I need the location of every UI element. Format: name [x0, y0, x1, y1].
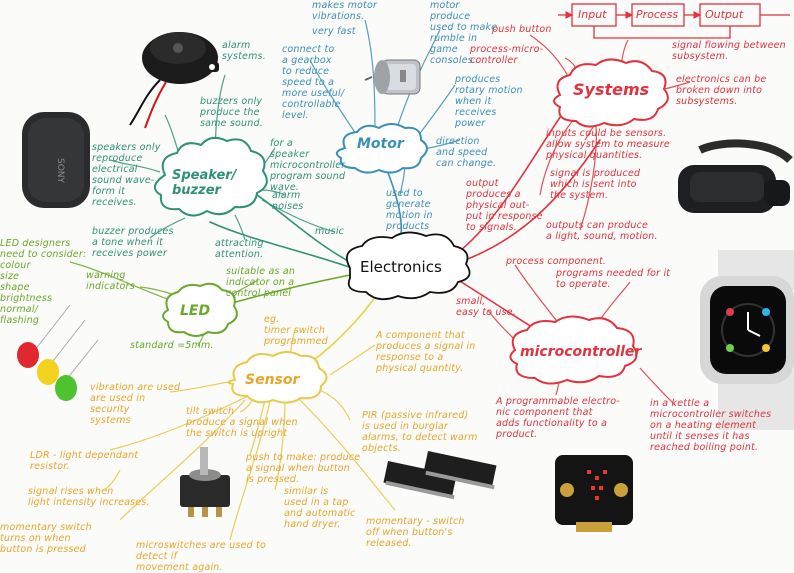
systems-node	[553, 58, 669, 128]
sensor-note: LDR - light dependant resistor.	[30, 450, 139, 472]
microcontroller-node-label: microcontroller	[520, 344, 642, 360]
microchip-image	[383, 450, 497, 500]
led-note: suitable as an indicator on a control pa…	[226, 266, 296, 299]
sensor-note: momentary - switch off when button's rel…	[366, 516, 465, 549]
sensor-note: similar is used in a tap and automatic h…	[284, 486, 356, 530]
subsystem-diagram	[558, 3, 790, 39]
led-note: standard =5mm.	[130, 340, 214, 351]
input-box-label: Input	[578, 8, 607, 21]
speaker-note: attracting attention.	[215, 238, 264, 260]
motor-image	[364, 59, 421, 95]
toggle-switch-image	[180, 447, 230, 517]
motor-note: used to generate motion in products	[386, 188, 433, 232]
speaker-note: alarm systems.	[222, 40, 266, 62]
sensor-note: eg. timer switch programmed	[264, 314, 328, 347]
systems-note: push button	[492, 24, 552, 35]
smartwatch-image	[700, 250, 794, 430]
speaker-note: music	[315, 226, 345, 237]
output-box-label: Output	[705, 8, 744, 21]
motor-node	[335, 123, 428, 174]
sensor-note: A component that produces a signal in re…	[376, 330, 476, 374]
vr-headset-image	[678, 139, 793, 213]
led-node-label: LED	[180, 303, 211, 319]
systems-note: electronics can be broken down into subs…	[676, 74, 767, 107]
microcontroller-note: programs needed for it to operate.	[556, 268, 671, 290]
microcontroller-note: process component.	[506, 256, 607, 267]
sensor-note: PIR (passive infrared) is used in burgla…	[362, 410, 478, 454]
systems-note: signal is produced which is sent into th…	[550, 168, 641, 201]
led-note: warning indicators	[86, 270, 135, 292]
process-box-label: Process	[636, 8, 679, 21]
sensor-note: push to make: produce a signal when butt…	[246, 452, 361, 485]
speaker-node	[154, 136, 268, 217]
microcontroller-note: A programmable electro- nic component th…	[496, 396, 620, 440]
led-node	[162, 282, 238, 337]
speaker-note: alarm noises	[272, 190, 304, 212]
sensor-note: signal rises when light intensity increa…	[28, 486, 150, 508]
sensor-node-label: Sensor	[245, 372, 300, 388]
sensor-note: tilt switch produce a signal when the sw…	[186, 406, 298, 439]
motor-note: connect to a gearbox to reduce speed to …	[282, 44, 345, 121]
speaker-node-label: Speaker/ buzzer	[172, 168, 237, 198]
systems-note: output produces a physical out- put in r…	[466, 178, 543, 233]
systems-note: inputs could be sensors. allow system to…	[546, 128, 670, 161]
speaker-note: buzzers only produce the same sound.	[200, 96, 263, 129]
sensor-note: momentary switch turns on when button is…	[0, 522, 92, 555]
buzzer-image	[129, 32, 219, 129]
microcontroller-note: in a kettle a microcontroller switches o…	[650, 398, 772, 453]
systems-note: process-micro- controller	[470, 44, 544, 66]
systems-node-label: Systems	[573, 80, 650, 99]
motor-note: very fast	[312, 26, 356, 37]
speaker-note: for a speaker microcontroller program so…	[270, 138, 346, 193]
microbit-image	[555, 455, 633, 532]
motor-node-label: Motor	[357, 136, 404, 152]
microcontroller-node	[509, 315, 638, 385]
speaker-image: SONY	[22, 112, 90, 208]
speaker-note: buzzer produces a tone when it receives …	[92, 226, 174, 259]
led-note: LED designers need to consider: colour s…	[0, 238, 87, 326]
motor-note: makes motor vibrations.	[312, 0, 378, 22]
led-image	[17, 304, 99, 401]
svg-text:SONY: SONY	[55, 158, 65, 184]
sensor-note: vibration are used are used in security …	[90, 382, 181, 426]
systems-note: signal flowing between subsystem.	[672, 40, 786, 62]
systems-note: outputs can produce a light, sound, moti…	[546, 220, 658, 242]
sensor-node	[227, 351, 328, 404]
mind-map-canvas: SONY	[17, 3, 794, 541]
speaker-note: speakers only reproduce electrical sound…	[92, 142, 161, 208]
motor-note: motor produce used to make rumble in gam…	[430, 0, 498, 66]
sensor-sub-lines	[104, 329, 396, 541]
center-node	[346, 231, 471, 301]
motor-note: direction and speed can change.	[436, 136, 497, 169]
center-label: Electronics	[360, 258, 442, 276]
sensor-note: microswitches are used to detect if move…	[136, 540, 266, 573]
microcontroller-note: small, easy to use.	[456, 296, 517, 318]
motor-note: produces rotary motion when it receives …	[455, 74, 523, 129]
